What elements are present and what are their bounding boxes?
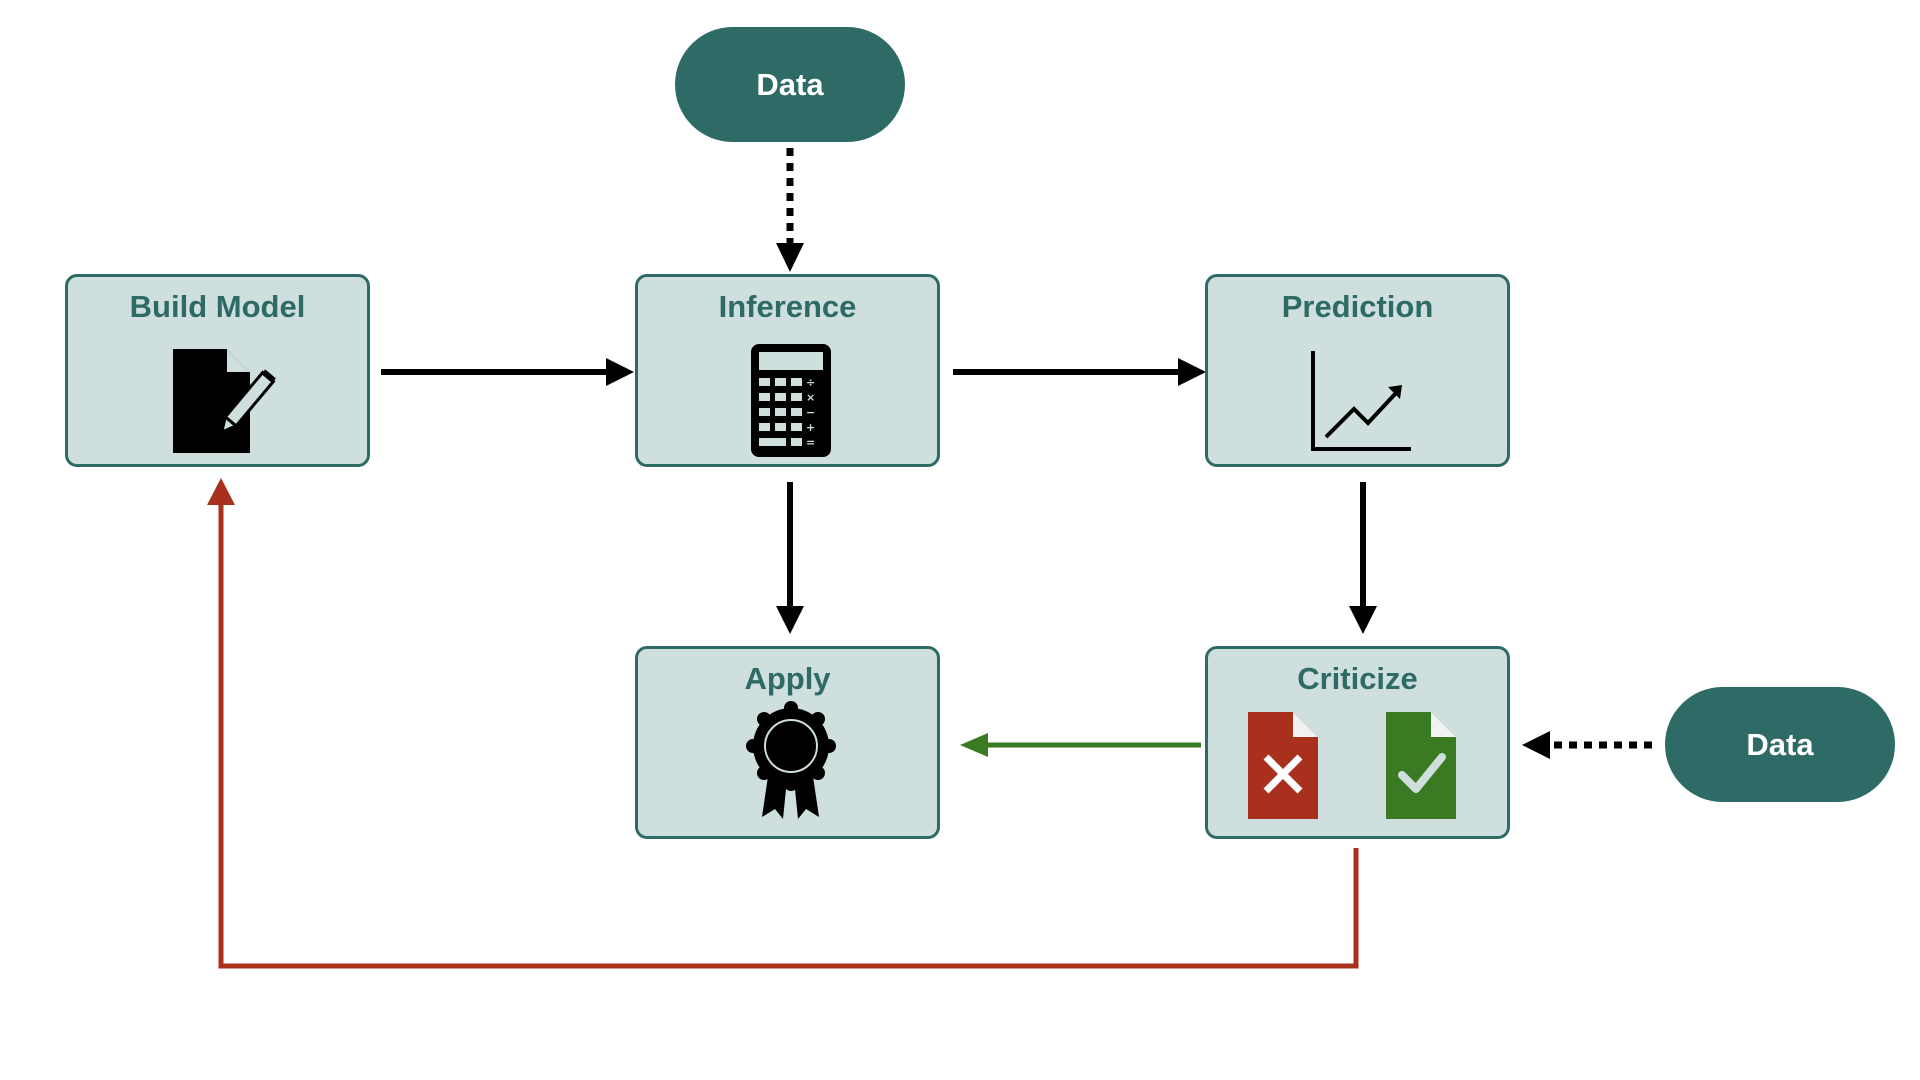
svg-text:×: × [806, 391, 815, 404]
document-edit-icon [173, 349, 276, 453]
line-chart-icon [1311, 351, 1411, 451]
svg-text:=: = [806, 436, 815, 449]
node-prediction-label: Prediction [1281, 289, 1434, 324]
data-source-right: Data [1665, 687, 1895, 802]
node-criticize-label: Criticize [1297, 661, 1418, 696]
award-ribbon-icon [746, 701, 836, 819]
edge-prediction-to-criticize [1349, 482, 1377, 634]
node-inference-label: Inference [718, 289, 857, 324]
data-source-top: Data [675, 27, 905, 142]
svg-text:+: + [806, 421, 815, 434]
edge-build-to-inference [381, 358, 634, 386]
svg-text:÷: ÷ [806, 376, 815, 389]
edge-data-to-criticize [1522, 731, 1652, 759]
node-build-model: Build Model [65, 274, 370, 467]
node-prediction: Prediction [1205, 274, 1510, 467]
edge-criticize-to-apply [960, 733, 1201, 757]
data-source-right-label: Data [1746, 726, 1814, 762]
reject-document-icon [1248, 712, 1318, 819]
node-apply: Apply [635, 646, 940, 839]
calculator-icon: ÷ × − + = [751, 344, 831, 457]
accept-document-icon [1386, 712, 1456, 819]
node-apply-label: Apply [744, 661, 831, 696]
data-source-top-label: Data [756, 66, 824, 102]
node-inference: Inference ÷ × − + = [635, 274, 940, 467]
edge-inference-to-prediction [953, 358, 1206, 386]
svg-text:−: − [806, 406, 815, 419]
edge-data-to-inference [776, 148, 804, 272]
node-build-model-label: Build Model [129, 289, 306, 324]
node-criticize: Criticize [1205, 646, 1510, 839]
edge-inference-to-apply [776, 482, 804, 634]
